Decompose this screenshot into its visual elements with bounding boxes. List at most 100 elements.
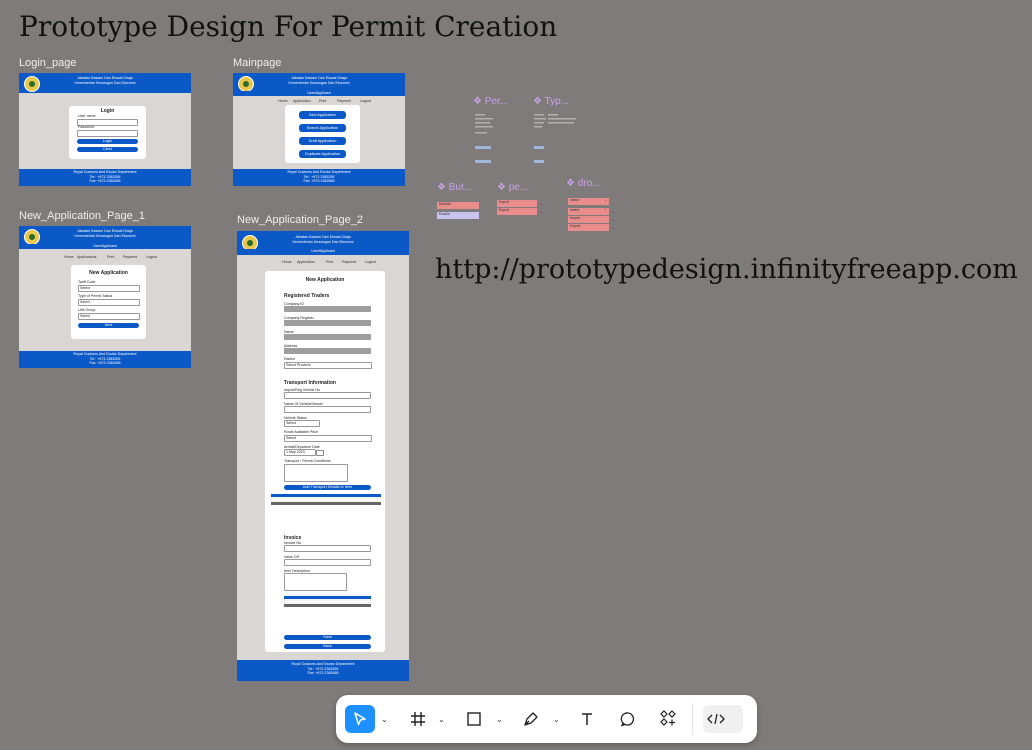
nav-payment[interactable]: Payment [123,255,138,259]
item-description-label: Item Description [284,569,310,573]
nav-home[interactable]: Home [282,260,292,264]
component-type[interactable]: ❖ Typ... [533,96,569,107]
unit-group-select[interactable]: Select [78,313,140,320]
chevron-down-icon[interactable]: ⌄ [553,715,560,724]
back-button[interactable]: Back [284,644,371,649]
password-input[interactable] [77,130,138,137]
component-button-label: But... [448,182,473,193]
dropdown-collapsed-label: select [570,198,580,202]
date-input[interactable]: 1 May 2023 [284,449,316,456]
chevron-down-icon[interactable]: ⌄ [438,715,445,724]
search-application-button[interactable]: Search Application [299,124,346,132]
component-dropdown-label: dro... [577,178,601,189]
district-select[interactable]: Select Province [284,362,372,369]
login-frame[interactable]: Jabatan Kastam Dan Eksais Diraja Kemente… [19,73,191,186]
component-dropdown[interactable]: ❖ dro... [566,178,601,189]
pen-tool-button[interactable] [516,705,546,733]
component-icon: ❖ [566,178,578,189]
dropdown-collapsed[interactable]: select⌄ [568,198,609,205]
newapp2-frame[interactable]: Jabatan Kastam Dan Eksais Diraja Kemente… [237,231,409,681]
remarks-textarea[interactable] [284,464,348,482]
vessel-name-input[interactable] [284,406,371,413]
footer-line1: Royal Customs And Excise Department [291,662,355,666]
nav-print[interactable]: Print [326,260,334,264]
component-button[interactable]: ❖ But... [437,182,472,193]
newapp1-frame[interactable]: Jabatan Kastam Dan Eksais Diraja Kemente… [19,226,191,368]
nav-application[interactable]: Application [293,99,311,103]
footer-line3: Fax: +673 2382665 [89,179,121,184]
item-description-textarea[interactable] [284,573,347,591]
component-icon: ❖ [533,96,545,107]
nav-home[interactable]: Home [278,99,288,103]
nav-home[interactable]: Home [64,255,74,259]
nav-print[interactable]: Print [107,255,115,259]
pe-variant-export[interactable]: Export [497,208,537,215]
dev-mode-toggle[interactable] [703,705,743,733]
name-field [284,334,371,340]
new-application-button[interactable]: New Application [299,111,346,119]
frame-label-newapp2[interactable]: New_Application_Page_2 [237,214,363,226]
duplicate-application-button[interactable]: Duplicate Application [299,150,346,158]
footer-line3: Fax: +673 2382665 [307,671,339,676]
invoice-no-input[interactable] [284,545,371,552]
next-button[interactable]: Next [78,323,139,328]
chevron-down-icon[interactable]: ⌄ [381,715,388,724]
button-variant-enable[interactable]: Enable [437,212,479,219]
vehicle-status-select[interactable]: Select [284,420,320,427]
nav-applications[interactable]: Applications [77,255,97,259]
dropdown-expanded[interactable]: select⌃ [568,208,609,215]
section-transport-information: Transport Information [284,380,336,386]
org-line1: Jabatan Kastam Dan Eksais Diraja [77,76,133,80]
save-button[interactable]: Save [284,635,371,640]
vehicle-no-input[interactable] [284,392,371,399]
footer-line1: Royal Customs And Excise Department [287,170,351,174]
company-id-field [284,306,371,312]
footer-bar: Royal Customs And Excise Department Tel … [19,351,191,368]
permit-status-select[interactable]: Select [78,299,140,306]
component-pe[interactable]: ❖ pe... [497,182,528,193]
main-frame[interactable]: Jabatan Kastam Dan Eksais Diraja Kemente… [233,73,405,186]
draft-application-button[interactable]: Draft Application [299,137,346,145]
move-tool-button[interactable] [345,705,375,733]
login-card: Login User name Password Login Clear [69,106,146,159]
frame-tool-button[interactable] [403,705,433,733]
assets-tool-button[interactable] [653,705,683,733]
calendar-icon[interactable] [316,450,324,456]
value-cif-input[interactable] [284,559,371,566]
nav-logout[interactable]: Logout [365,260,376,264]
dropdown-option-export[interactable]: Export [568,224,609,231]
nav-payment[interactable]: Payment [337,99,352,103]
add-transport-button[interactable]: Add Transport Details to Item [284,485,371,490]
route-select[interactable]: Select [284,435,372,442]
username-input[interactable] [77,119,138,126]
button-variant-disable[interactable]: Disable [437,202,479,209]
rectangle-icon [467,712,481,726]
nav-logout[interactable]: Logout [360,99,371,103]
company-register-label: Company Register [284,316,314,320]
nav-application[interactable]: Application [297,260,315,264]
dropdown-option-import[interactable]: Import [568,216,609,223]
header-bar: Jabatan Kastam Dan Eksais Diraja Kemente… [237,231,409,253]
component-permit[interactable]: ❖ Per... [473,96,508,107]
tariff-select[interactable]: Select [78,285,140,292]
nav-logout[interactable]: Logout [146,255,157,259]
company-register-field [284,320,371,326]
component-icon: ❖ [437,182,449,193]
chevron-down-icon[interactable]: ⌄ [496,715,503,724]
frame-label-login[interactable]: Login_page [19,57,77,69]
text-tool-button[interactable] [572,705,602,733]
login-heading: Login [100,108,115,114]
comment-tool-button[interactable] [613,705,643,733]
invoice-table [284,596,371,607]
pe-variant-import[interactable]: Import [497,200,537,207]
application-card: New Application Tariff Code Select Type … [71,265,146,339]
frame-label-main[interactable]: Mainpage [233,57,282,69]
footer-bar: Royal Customs And Excise Department Tel … [19,169,191,186]
nav-print[interactable]: Print [319,99,327,103]
header-bar: Jabatan Kastam Dan Eksais Diraja Kemente… [233,73,405,93]
frame-label-newapp1[interactable]: New_Application_Page_1 [19,210,145,222]
shape-tool-button[interactable] [459,705,489,733]
clear-button[interactable]: Clear [77,147,138,152]
nav-payment[interactable]: Payment [342,260,357,264]
login-button[interactable]: Login [77,139,138,144]
